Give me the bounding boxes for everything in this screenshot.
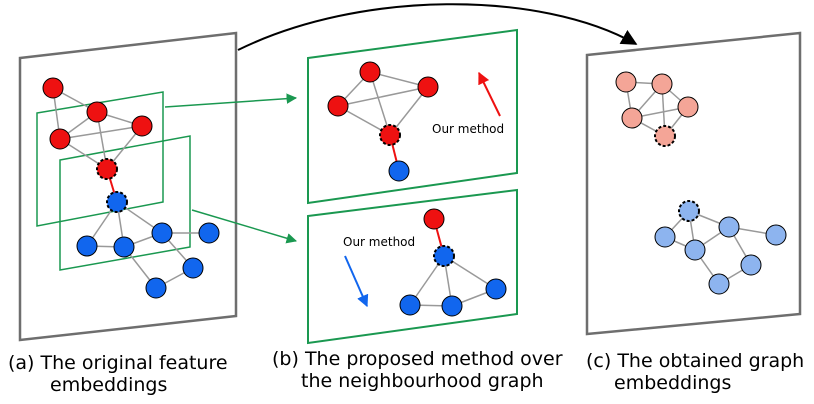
graph-node <box>417 76 439 98</box>
panel-b-bottom-label: Our method <box>343 235 415 249</box>
panel-b-top-anchor-node <box>379 124 401 146</box>
panel-a-plane <box>18 31 238 342</box>
panel-a-subplane-bottom <box>59 135 191 271</box>
caption-b-line2: the neighbourhood graph <box>301 370 544 392</box>
panel-b-top-red-nodes <box>327 61 439 117</box>
graph-node <box>621 107 643 129</box>
caption-c-tag: (c) <box>586 350 612 372</box>
graph-node <box>651 73 673 95</box>
panel-a-subplane-top <box>36 91 164 227</box>
graph-node <box>131 115 153 137</box>
panel-c-red-nodes <box>615 71 699 129</box>
caption-c: (c) The obtained graph embeddings <box>586 350 804 394</box>
panel-c-red-anchor-node <box>654 125 676 147</box>
caption-a-line2: embeddings <box>50 374 168 396</box>
graph-node <box>42 77 64 99</box>
arrow-a-to-c <box>237 3 638 51</box>
caption-c-line2: embeddings <box>614 372 732 394</box>
graph-node <box>327 95 349 117</box>
caption-b: (b) The proposed method over the neighbo… <box>272 348 563 392</box>
panel-b-top-label: Our method <box>432 122 504 136</box>
panel-b-bottom-red-node <box>423 208 445 230</box>
caption-b-tag: (b) <box>272 348 299 370</box>
panel-b-top-edges <box>337 71 429 136</box>
graph-node <box>49 128 71 150</box>
graph-node <box>182 257 204 279</box>
graph-node <box>718 216 740 238</box>
arrow-a-to-b-bottom <box>191 209 298 244</box>
caption-a-tag: (a) <box>8 352 35 374</box>
graph-node <box>113 236 135 258</box>
graph-node <box>86 101 108 123</box>
graph-node <box>485 278 507 300</box>
panel-a <box>18 31 238 342</box>
caption-b-line1: The proposed method over <box>304 348 563 370</box>
graph-node <box>654 226 676 248</box>
panel-c-blue-anchor-node <box>678 200 700 222</box>
graph-node <box>615 71 637 93</box>
caption-c-line1: The obtained graph <box>617 350 805 372</box>
graph-node <box>677 96 699 118</box>
graph-node <box>359 61 381 83</box>
arrow-a-to-b-top <box>164 93 298 108</box>
graph-node <box>151 222 173 244</box>
graph-node <box>198 222 220 244</box>
graph-node <box>76 235 98 257</box>
graph-node <box>145 277 167 299</box>
panel-b-bottom-blue-nodes <box>399 278 507 317</box>
graph-node <box>708 273 730 295</box>
caption-a: (a) The original feature embeddings <box>8 352 228 396</box>
graph-node <box>684 239 706 261</box>
panel-c <box>585 31 802 336</box>
panel-b-plane-top <box>307 28 518 205</box>
caption-a-line1: The original feature <box>40 352 228 374</box>
panel-a-anchor-blue-node <box>106 191 128 213</box>
panel-c-blue-nodes <box>654 216 787 295</box>
graph-node <box>441 295 463 317</box>
panel-b-bottom-anchor-node <box>433 245 455 267</box>
graph-node <box>399 294 421 316</box>
graph-node <box>765 224 787 246</box>
panel-a-blue-nodes <box>76 222 220 299</box>
panel-b-bottom-blue-arrow <box>344 255 369 308</box>
graph-node <box>740 254 762 276</box>
panel-b-top-red-arrow <box>478 71 501 117</box>
panel-c-plane <box>585 31 802 336</box>
panel-a-anchor-red-node <box>96 158 118 180</box>
panel-a-red-nodes <box>42 77 153 150</box>
panel-b-top-blue-node <box>388 160 410 182</box>
panel-b-plane-bottom <box>307 188 518 345</box>
panel-b: Our method Our method <box>307 28 518 345</box>
